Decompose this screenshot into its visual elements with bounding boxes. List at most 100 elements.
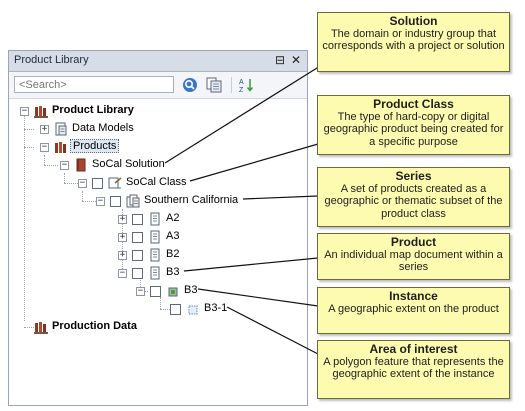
tree-line (24, 109, 25, 321)
products-icon (54, 140, 68, 154)
callout-title: Area of interest (369, 342, 458, 356)
collapse-icon[interactable]: − (118, 268, 127, 278)
tree-label: Product Library (52, 104, 134, 116)
a2-checkbox[interactable] (132, 214, 143, 225)
callout-series: Series A set of products created as a ge… (317, 167, 510, 227)
southern-california-checkbox[interactable] (110, 196, 121, 207)
a3-checkbox[interactable] (132, 232, 143, 243)
tree-label: Data Models (72, 122, 134, 134)
pin-icon[interactable]: ⊟ (274, 53, 286, 67)
panel-toolbar: A Z (9, 72, 307, 99)
copy-icon[interactable] (205, 76, 223, 94)
tree-item-socal-class[interactable]: − SoCal Class (9, 175, 299, 191)
tree-label: Southern California (144, 194, 239, 206)
callout-product-class: Product Class The type of hard-copy or d… (317, 95, 510, 155)
collapse-icon[interactable]: − (20, 106, 29, 116)
collapse-icon[interactable]: − (136, 286, 145, 296)
close-icon[interactable]: ✕ (290, 53, 302, 67)
callout-title: Instance (389, 289, 438, 303)
tree-line (160, 309, 170, 310)
data-models-icon (54, 122, 68, 136)
tree-line (140, 277, 141, 289)
collapse-icon[interactable]: − (96, 196, 105, 206)
product-tree: − Product Library + Data Models − Produc… (9, 99, 307, 405)
tree-label: A3 (166, 230, 180, 242)
tree-line (82, 201, 96, 202)
callout-body: A set of products created as a geographi… (324, 182, 503, 220)
product-class-icon (108, 176, 122, 190)
tree-label: SoCal Solution (92, 158, 165, 170)
tree-line (44, 155, 45, 165)
expand-icon[interactable]: + (118, 214, 127, 224)
collapse-icon[interactable]: − (78, 178, 87, 188)
tree-item-data-models[interactable]: + Data Models (9, 121, 299, 137)
search-icon[interactable] (181, 76, 199, 94)
callout-area-of-interest: Area of interest A polygon feature that … (317, 340, 510, 399)
tree-item-socal-solution[interactable]: − SoCal Solution (9, 157, 299, 173)
callout-body: The domain or industry group that corres… (322, 27, 505, 53)
tree-line (64, 173, 65, 183)
tree-line (82, 191, 83, 201)
tree-item-b3[interactable]: − B3 (9, 265, 299, 281)
instance-icon (166, 285, 180, 299)
expand-icon[interactable]: + (40, 124, 49, 134)
series-icon (126, 194, 140, 208)
tree-label: Production Data (52, 320, 137, 332)
sort-a-label: A (239, 79, 244, 86)
b3-checkbox[interactable] (132, 268, 143, 279)
b3-1-checkbox[interactable] (170, 304, 181, 315)
tree-label: Products (70, 139, 120, 153)
product-icon (148, 266, 162, 280)
collapse-icon[interactable]: − (40, 142, 49, 152)
tree-item-production-data[interactable]: Production Data (9, 319, 299, 335)
tree-item-b3-1[interactable]: B3-1 (9, 301, 299, 317)
collapse-icon[interactable]: − (60, 160, 69, 170)
tree-line (24, 147, 34, 148)
library-icon (34, 104, 48, 118)
callout-body: A polygon feature that represents the ge… (323, 355, 504, 381)
search-input[interactable] (14, 76, 174, 93)
callout-title: Solution (389, 14, 438, 28)
tree-label: A2 (166, 212, 180, 224)
callout-title: Series (395, 169, 432, 183)
b2-checkbox[interactable] (132, 250, 143, 261)
callout-product: Product An individual map document withi… (317, 233, 510, 280)
solution-icon (74, 158, 88, 172)
tree-line (44, 165, 58, 166)
tree-label: B3 (184, 284, 198, 296)
panel-title: Product Library (14, 54, 89, 66)
tree-line (24, 129, 34, 130)
tree-label: B2 (166, 248, 180, 260)
expand-icon[interactable]: + (118, 232, 127, 242)
tree-item-southern-california[interactable]: − Southern California (9, 193, 299, 209)
tree-item-b2[interactable]: + B2 (9, 247, 299, 263)
product-icon (148, 248, 162, 262)
b3-instance-checkbox[interactable] (150, 286, 161, 297)
tree-item-a3[interactable]: + A3 (9, 229, 299, 245)
callout-body: An individual map document within a seri… (324, 248, 503, 274)
tree-label: B3-1 (204, 302, 228, 314)
tree-line (24, 327, 36, 328)
sort-az-icon[interactable]: A Z (237, 76, 255, 94)
tree-line (64, 183, 78, 184)
toolbar-separator (231, 77, 232, 93)
callout-body: The type of hard-copy or digital geograp… (323, 110, 504, 148)
callout-solution: Solution The domain or industry group th… (317, 12, 510, 72)
socal-class-checkbox[interactable] (92, 178, 103, 189)
tree-item-products[interactable]: − Products (9, 139, 299, 155)
tree-item-b3-instance[interactable]: − B3 (9, 283, 299, 299)
tree-item-product-library[interactable]: − Product Library (9, 103, 299, 119)
sort-z-label: Z (239, 87, 244, 94)
callout-instance: Instance A geographic extent on the prod… (317, 287, 510, 334)
tree-label: SoCal Class (126, 176, 187, 188)
expand-icon[interactable]: + (118, 250, 127, 260)
panel-titlebar: Product Library ⊟ ✕ (9, 51, 307, 72)
tree-label: B3 (166, 266, 180, 278)
tree-line (160, 297, 161, 309)
callout-title: Product Class (373, 97, 454, 111)
product-icon (148, 230, 162, 244)
production-data-icon (34, 320, 48, 334)
product-library-panel: Product Library ⊟ ✕ A Z (8, 50, 308, 406)
tree-item-a2[interactable]: + A2 (9, 211, 299, 227)
